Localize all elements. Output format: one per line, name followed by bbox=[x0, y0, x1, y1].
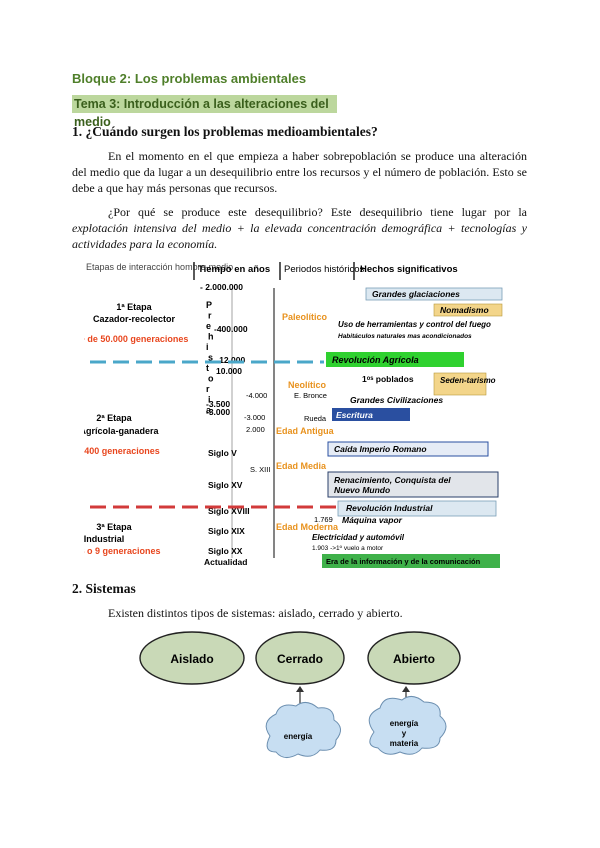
header-tiempo: Tiempo en años bbox=[198, 264, 270, 275]
time-4000: -4.000 bbox=[246, 391, 267, 400]
time-siglo-xv: Siglo XV bbox=[208, 480, 243, 490]
event-era-informacion: Era de la información y de la comunicaci… bbox=[326, 557, 481, 566]
stage2-subtitle: Agrícola-ganadera bbox=[84, 426, 160, 436]
period-paleolitico: Paleolítico bbox=[282, 312, 328, 322]
period-neolitico: Neolítico bbox=[288, 380, 327, 390]
section1-heading: 1. ¿Cuándo surgen los problemas medioamb… bbox=[72, 124, 378, 139]
event-civilizaciones: Grandes Civilizaciones bbox=[350, 395, 443, 405]
stage1-generations: + de 50.000 generaciones bbox=[84, 334, 188, 344]
time-2000: 2.000 bbox=[246, 425, 265, 434]
system-aislado bbox=[139, 631, 245, 685]
time-s-xiii: S. XIII bbox=[250, 465, 270, 474]
section2-heading: 2. Sistemas bbox=[72, 581, 136, 596]
event-bronce: E. Bronce bbox=[294, 391, 327, 400]
cloud-energia: energía bbox=[265, 702, 341, 758]
paragraph-2: ¿Por qué se produce este desequilibrio? … bbox=[72, 204, 527, 252]
event-imperio: Caída Imperio Romano bbox=[334, 444, 427, 454]
header-hechos: Hechos significativos bbox=[360, 264, 458, 275]
paragraph-2-italic: explotación intensiva del medio + la ele… bbox=[72, 221, 527, 251]
event-electricidad: Electricidad y automóvil bbox=[312, 533, 405, 542]
topic-title: Tema 3: Introducción a las alteraciones … bbox=[72, 95, 337, 129]
time-siglo-xviii: Siglo XVIII bbox=[208, 506, 250, 516]
event-glaciaciones: Grandes glaciaciones bbox=[372, 289, 460, 299]
event-revolucion-industrial: Revolución Industrial bbox=[346, 503, 433, 513]
event-maquina-vapor: Máquina vapor bbox=[342, 515, 403, 525]
stage1-title: 1ª Etapa bbox=[116, 302, 152, 312]
event-vapor-year: 1.769 bbox=[314, 515, 333, 524]
header-periodos: Periodos históricos bbox=[284, 264, 365, 275]
time-siglo-xx: Siglo XX bbox=[208, 546, 243, 556]
period-edad-media: Edad Media bbox=[276, 461, 327, 471]
time-siglo-v: Siglo V bbox=[208, 448, 237, 458]
time-actualidad: Actualidad bbox=[204, 557, 247, 567]
event-sedentarismo: Seden-tarismo bbox=[440, 376, 496, 385]
system-aislado-label: Aislado bbox=[170, 652, 213, 666]
system-abierto bbox=[367, 631, 461, 685]
time-3000: -3.000 bbox=[206, 407, 230, 417]
system-cerrado-label: Cerrado bbox=[277, 652, 323, 666]
event-escritura: Escritura bbox=[336, 410, 373, 420]
paragraph-1: En el momento en el que empieza a haber … bbox=[72, 149, 527, 195]
stage2-generations: 400 generaciones bbox=[84, 446, 160, 456]
event-poblados: 1ᵒˢ poblados bbox=[362, 374, 414, 384]
block-title: Bloque 2: Los problemas ambientales bbox=[72, 71, 307, 86]
event-rueda: Rueda bbox=[304, 414, 327, 423]
event-revolucion-agricola: Revolución Agrícola bbox=[332, 355, 419, 365]
timeline-diagram: Etapas de interacción hombre-medio Tiemp… bbox=[84, 262, 503, 568]
time-3500: -3.500 bbox=[206, 399, 230, 409]
time-siglo-xix: Siglo XIX bbox=[208, 526, 245, 536]
stage3-subtitle: Industrial bbox=[84, 534, 124, 544]
stage3-generations: 8 o 9 generaciones bbox=[84, 546, 161, 556]
time-2000000: - 2.000.000 bbox=[200, 282, 243, 292]
time-10000: 10.000 bbox=[216, 366, 242, 376]
header-etapas: Etapas de interacción hombre-medio bbox=[86, 262, 233, 272]
period-edad-antigua: Edad Antigua bbox=[276, 426, 335, 436]
time-400000: -400.000 bbox=[214, 324, 248, 334]
event-herramientas: Uso de herramientas y control del fuego bbox=[338, 320, 491, 329]
event-vuelo: 1.903 ->1º vuelo a motor bbox=[312, 545, 384, 552]
systems-intro: Existen distintos tipos de sistemas: ais… bbox=[108, 606, 403, 620]
stage2-title: 2ª Etapa bbox=[96, 413, 132, 423]
stage1-subtitle: Cazador-recolector bbox=[93, 314, 176, 324]
period-edad-moderna: Edad Moderna bbox=[276, 522, 339, 532]
system-abierto-label: Abierto bbox=[393, 652, 435, 666]
system-cerrado bbox=[255, 631, 345, 685]
paragraph-2-text: ¿Por qué se produce este desequilibrio? … bbox=[108, 205, 527, 219]
stage3-title: 3ª Etapa bbox=[96, 522, 132, 532]
time-3000b: -3.000 bbox=[244, 413, 265, 422]
event-nomadismo: Nomadismo bbox=[440, 305, 489, 315]
time-12000: - 12.000 bbox=[214, 355, 245, 365]
event-habitaculos: Habitáculos naturales mas acondicionados bbox=[338, 333, 472, 340]
cloud-energia-label: energía bbox=[284, 732, 313, 741]
